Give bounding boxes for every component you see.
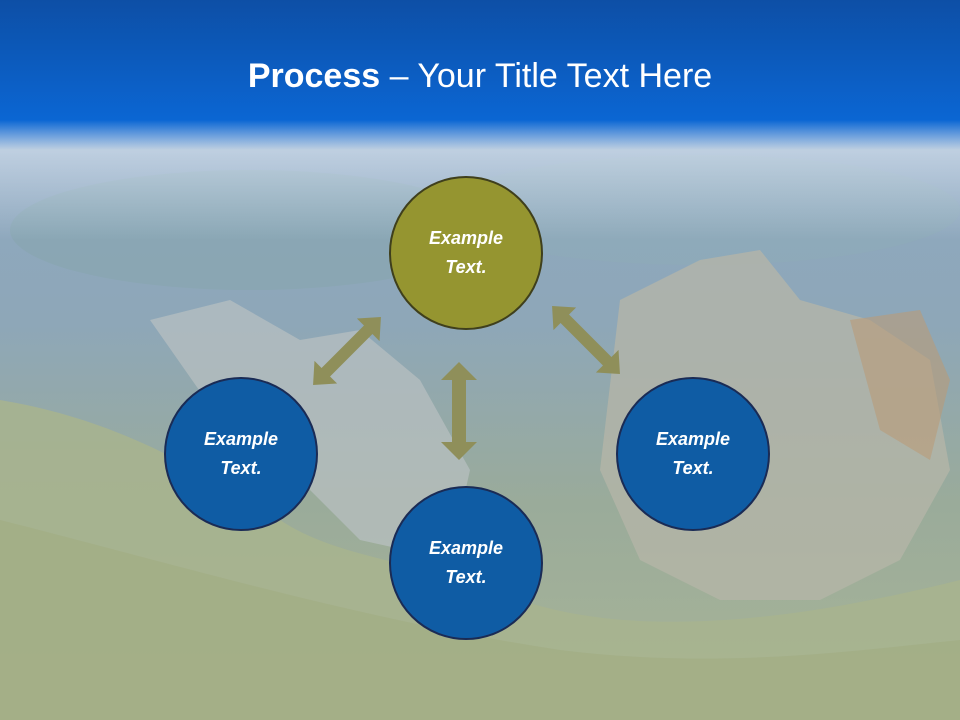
node-bottom-text: Example Text. xyxy=(428,538,504,587)
node-left-text: Example Text. xyxy=(203,429,279,478)
node-right: Example Text. xyxy=(616,377,770,531)
node-top: Example Text. xyxy=(389,176,543,330)
node-left: Example Text. xyxy=(164,377,318,531)
node-bottom: Example Text. xyxy=(389,486,543,640)
node-right-text: Example Text. xyxy=(655,429,731,478)
slide-title: Process – Your Title Text Here xyxy=(0,54,960,98)
title-bold: Process xyxy=(247,57,381,95)
title-rest: – Your Title Text Here xyxy=(380,57,713,95)
title-band xyxy=(0,0,960,150)
node-top-text: Example Text. xyxy=(428,228,504,277)
